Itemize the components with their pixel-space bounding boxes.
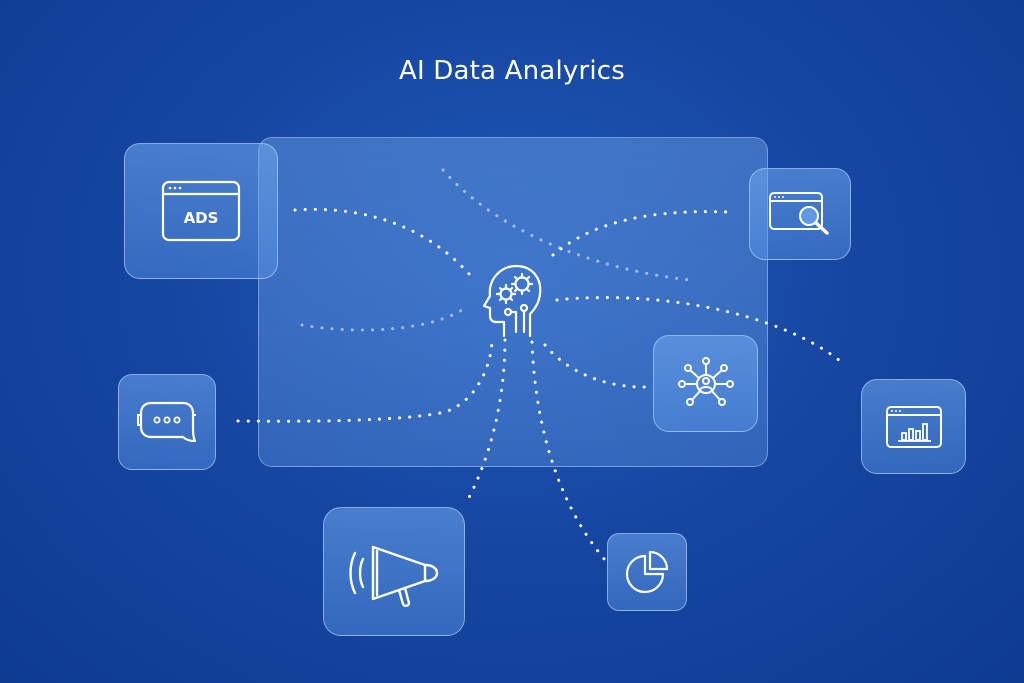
link-search <box>551 210 730 257</box>
ads-browser-window-icon: ADS <box>161 180 241 242</box>
link-pie-chart <box>530 340 607 562</box>
pie-chart-icon <box>625 550 669 594</box>
bar-chart-window-icon <box>885 405 942 448</box>
bar-chart-card <box>861 379 966 474</box>
ads-card: ADS <box>124 143 278 279</box>
link-left-faint <box>300 308 464 332</box>
link-top-faint <box>441 168 692 282</box>
search-card <box>749 168 851 260</box>
search-browser-icon <box>769 192 829 235</box>
network-user-icon <box>677 356 734 406</box>
ai-head-gears-icon <box>480 262 546 340</box>
page-title: AI Data Analyrics <box>398 56 626 86</box>
chat-card <box>118 374 216 470</box>
pie-chart-card <box>607 533 687 611</box>
megaphone-card <box>323 507 465 636</box>
link-chat <box>236 338 494 423</box>
megaphone-icon <box>349 545 439 607</box>
ads-label: ADS <box>184 209 219 227</box>
link-ads <box>293 207 472 277</box>
chat-bubble-icon <box>137 401 197 443</box>
link-network <box>543 343 650 389</box>
link-megaphone <box>463 338 507 507</box>
network-card <box>653 335 758 432</box>
